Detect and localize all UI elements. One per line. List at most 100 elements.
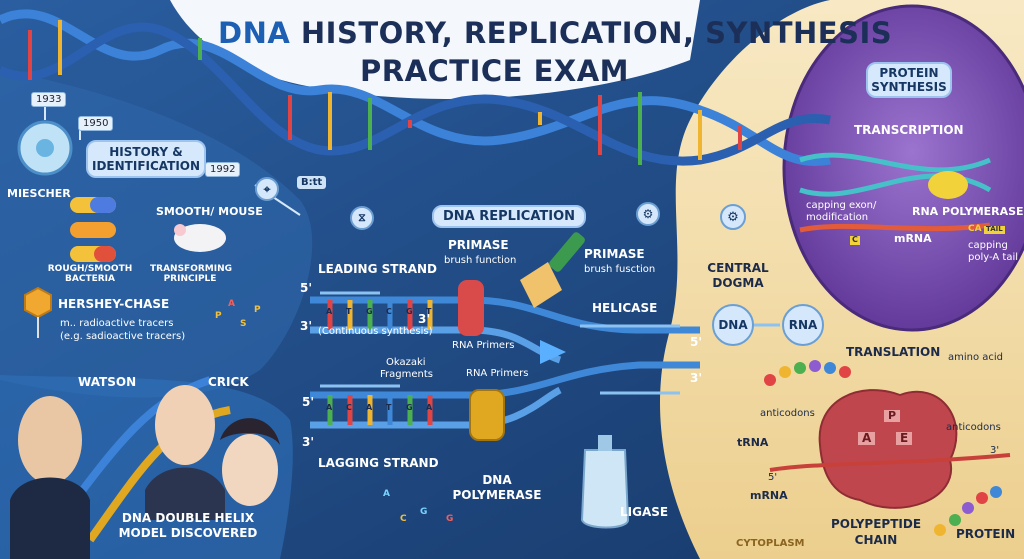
primase-label-1: PRIMASE — [448, 238, 509, 252]
base-letter: G — [406, 307, 413, 316]
lagging-strand-label: LAGGING STRAND — [318, 456, 439, 470]
year-1933: 1933 — [31, 92, 67, 107]
polypeptide-line2: CHAIN — [854, 533, 898, 547]
cytoplasm-label: CYTOPLASM — [736, 538, 805, 549]
tracer-p1: P — [215, 311, 222, 321]
ligase-label: LIGASE — [620, 505, 669, 519]
brush-function-1: brush function — [444, 255, 517, 266]
leading-strand-label: LEADING STRAND — [318, 262, 437, 276]
amino-acid-label: amino acid — [948, 352, 1004, 363]
protein-heading-line2: SYNTHESIS — [871, 80, 947, 94]
tracer-p2: P — [254, 305, 261, 315]
polymerase-line2: POLYMERASE — [452, 488, 542, 502]
model-line2: MODEL DISCOVERED — [118, 526, 258, 540]
base-letter: G — [366, 307, 373, 316]
hershey-chase-label: HERSHEY-CHASE — [58, 297, 170, 311]
leading-3-prime: 3' — [300, 319, 313, 333]
base-letter: G — [406, 403, 413, 412]
title-accent: DNA — [218, 16, 291, 50]
rna-polymerase-label: RNA POLYMERASE — [912, 205, 1024, 218]
mrna-3-prime: 3' — [990, 445, 1000, 456]
continuous-synthesis: (Continuous synthesis) — [318, 326, 433, 337]
lagging-3-prime: 3' — [302, 435, 315, 449]
site-p: P — [884, 409, 901, 423]
nucleotide-g2: G — [446, 514, 454, 524]
protein-heading-line1: PROTEIN — [879, 66, 939, 80]
fork-3-prime: 3' — [690, 371, 703, 385]
base-letter: T — [346, 307, 352, 316]
base-letter: A — [426, 403, 433, 412]
title-line2: PRACTICE EXAM — [360, 54, 630, 88]
model-line1: DNA DOUBLE HELIX — [121, 511, 255, 525]
dogma-dna-node: DNA — [712, 304, 754, 346]
leading-inner-3-prime: 3' — [418, 312, 431, 326]
dogma-rna-node: RNA — [782, 304, 824, 346]
rna-primers-1: RNA Primers — [452, 340, 515, 351]
transcription-label: TRANSCRIPTION — [854, 123, 964, 137]
base-letter: T — [426, 307, 432, 316]
icon-box-text: B:tt — [297, 176, 327, 189]
gears-icon: ⚙ — [636, 202, 660, 226]
anticodons-label-2: anticodons — [946, 422, 1001, 433]
primase-label-2: PRIMASE — [584, 247, 645, 261]
title-banner — [170, 0, 700, 99]
base-letter: T — [386, 403, 392, 412]
nucleotide-g1: G — [420, 507, 428, 517]
lagging-5-prime: 5' — [302, 395, 315, 409]
nucleotide-c: C — [400, 514, 407, 524]
polymerase-line1: DNA — [482, 473, 512, 487]
protein-synthesis-heading: PROTEIN SYNTHESIS — [866, 62, 952, 98]
mrna-5-prime: 5' — [768, 472, 778, 483]
watson-label: WATSON — [78, 375, 137, 389]
okazaki-line1: Okazaki — [386, 357, 426, 368]
fork-5-prime: 5' — [690, 335, 703, 349]
capping-line2: modification — [806, 212, 869, 223]
protein-label: PROTEIN — [956, 527, 1016, 541]
smooth-mouse-label: SMOOTH/ MOUSE — [156, 205, 263, 218]
base-letter: C — [346, 403, 352, 412]
rough-smooth-label: ROUGH/SMOOTH BACTERIA — [47, 264, 133, 284]
portraits — [10, 385, 280, 559]
cytoplasm-mrna-label: mRNA — [750, 489, 788, 502]
translation-label: TRANSLATION — [846, 345, 941, 359]
tracers-line1: m.. radioactive tracers — [60, 318, 174, 329]
okazaki-line2: Fragments — [380, 369, 433, 380]
page-title: DNA HISTORY, REPLICATION, SYNTHESIS — [218, 16, 893, 50]
hourglass-icon: ⧖ — [350, 206, 374, 230]
rna-primers-2: RNA Primers — [466, 368, 529, 379]
miescher-label: MIESCHER — [7, 187, 71, 200]
year-1992: 1992 — [205, 162, 241, 177]
replication-heading: DNA REPLICATION — [432, 205, 586, 228]
trna-label: tRNA — [737, 436, 769, 449]
year-1950: 1950 — [78, 116, 114, 131]
c-tag: C — [850, 235, 860, 245]
crick-label: CRICK — [208, 375, 249, 389]
base-letter: A — [366, 403, 373, 412]
central-line2: DOGMA — [712, 276, 764, 290]
tracer-a: A — [228, 299, 235, 309]
polypeptide-line1: POLYPEPTIDE — [830, 517, 922, 531]
microscope-icon: ⌖ — [255, 177, 279, 201]
capping-line1: capping exon/ — [806, 200, 877, 211]
history-heading: HISTORY & IDENTIFICATION — [86, 140, 206, 178]
base-letter: A — [326, 403, 333, 412]
central-line1: CENTRAL — [707, 261, 769, 275]
base-letter: A — [326, 307, 333, 316]
tracer-s: S — [240, 319, 247, 329]
leading-5-prime: 5' — [300, 281, 313, 295]
tail-tag: TAIL — [984, 225, 1005, 234]
transforming-label: TRANSFORMING PRINCIPLE — [150, 264, 233, 284]
base-letter: C — [386, 307, 392, 316]
anticodons-label-1: anticodons — [760, 408, 815, 419]
site-a: A — [858, 431, 876, 446]
tracers-line2: (e.g. sadioactive tracers) — [60, 331, 186, 342]
title-line1: HISTORY, REPLICATION, SYNTHESIS — [300, 16, 893, 50]
site-e: E — [896, 431, 913, 446]
dogma-gear-icon: ⚙ — [720, 204, 746, 230]
nucleus-mrna-label: mRNA — [894, 232, 932, 245]
brush-function-2: brush fusction — [584, 264, 656, 275]
cap-tag: CA — [968, 224, 982, 234]
helicase-label: HELICASE — [592, 301, 658, 315]
